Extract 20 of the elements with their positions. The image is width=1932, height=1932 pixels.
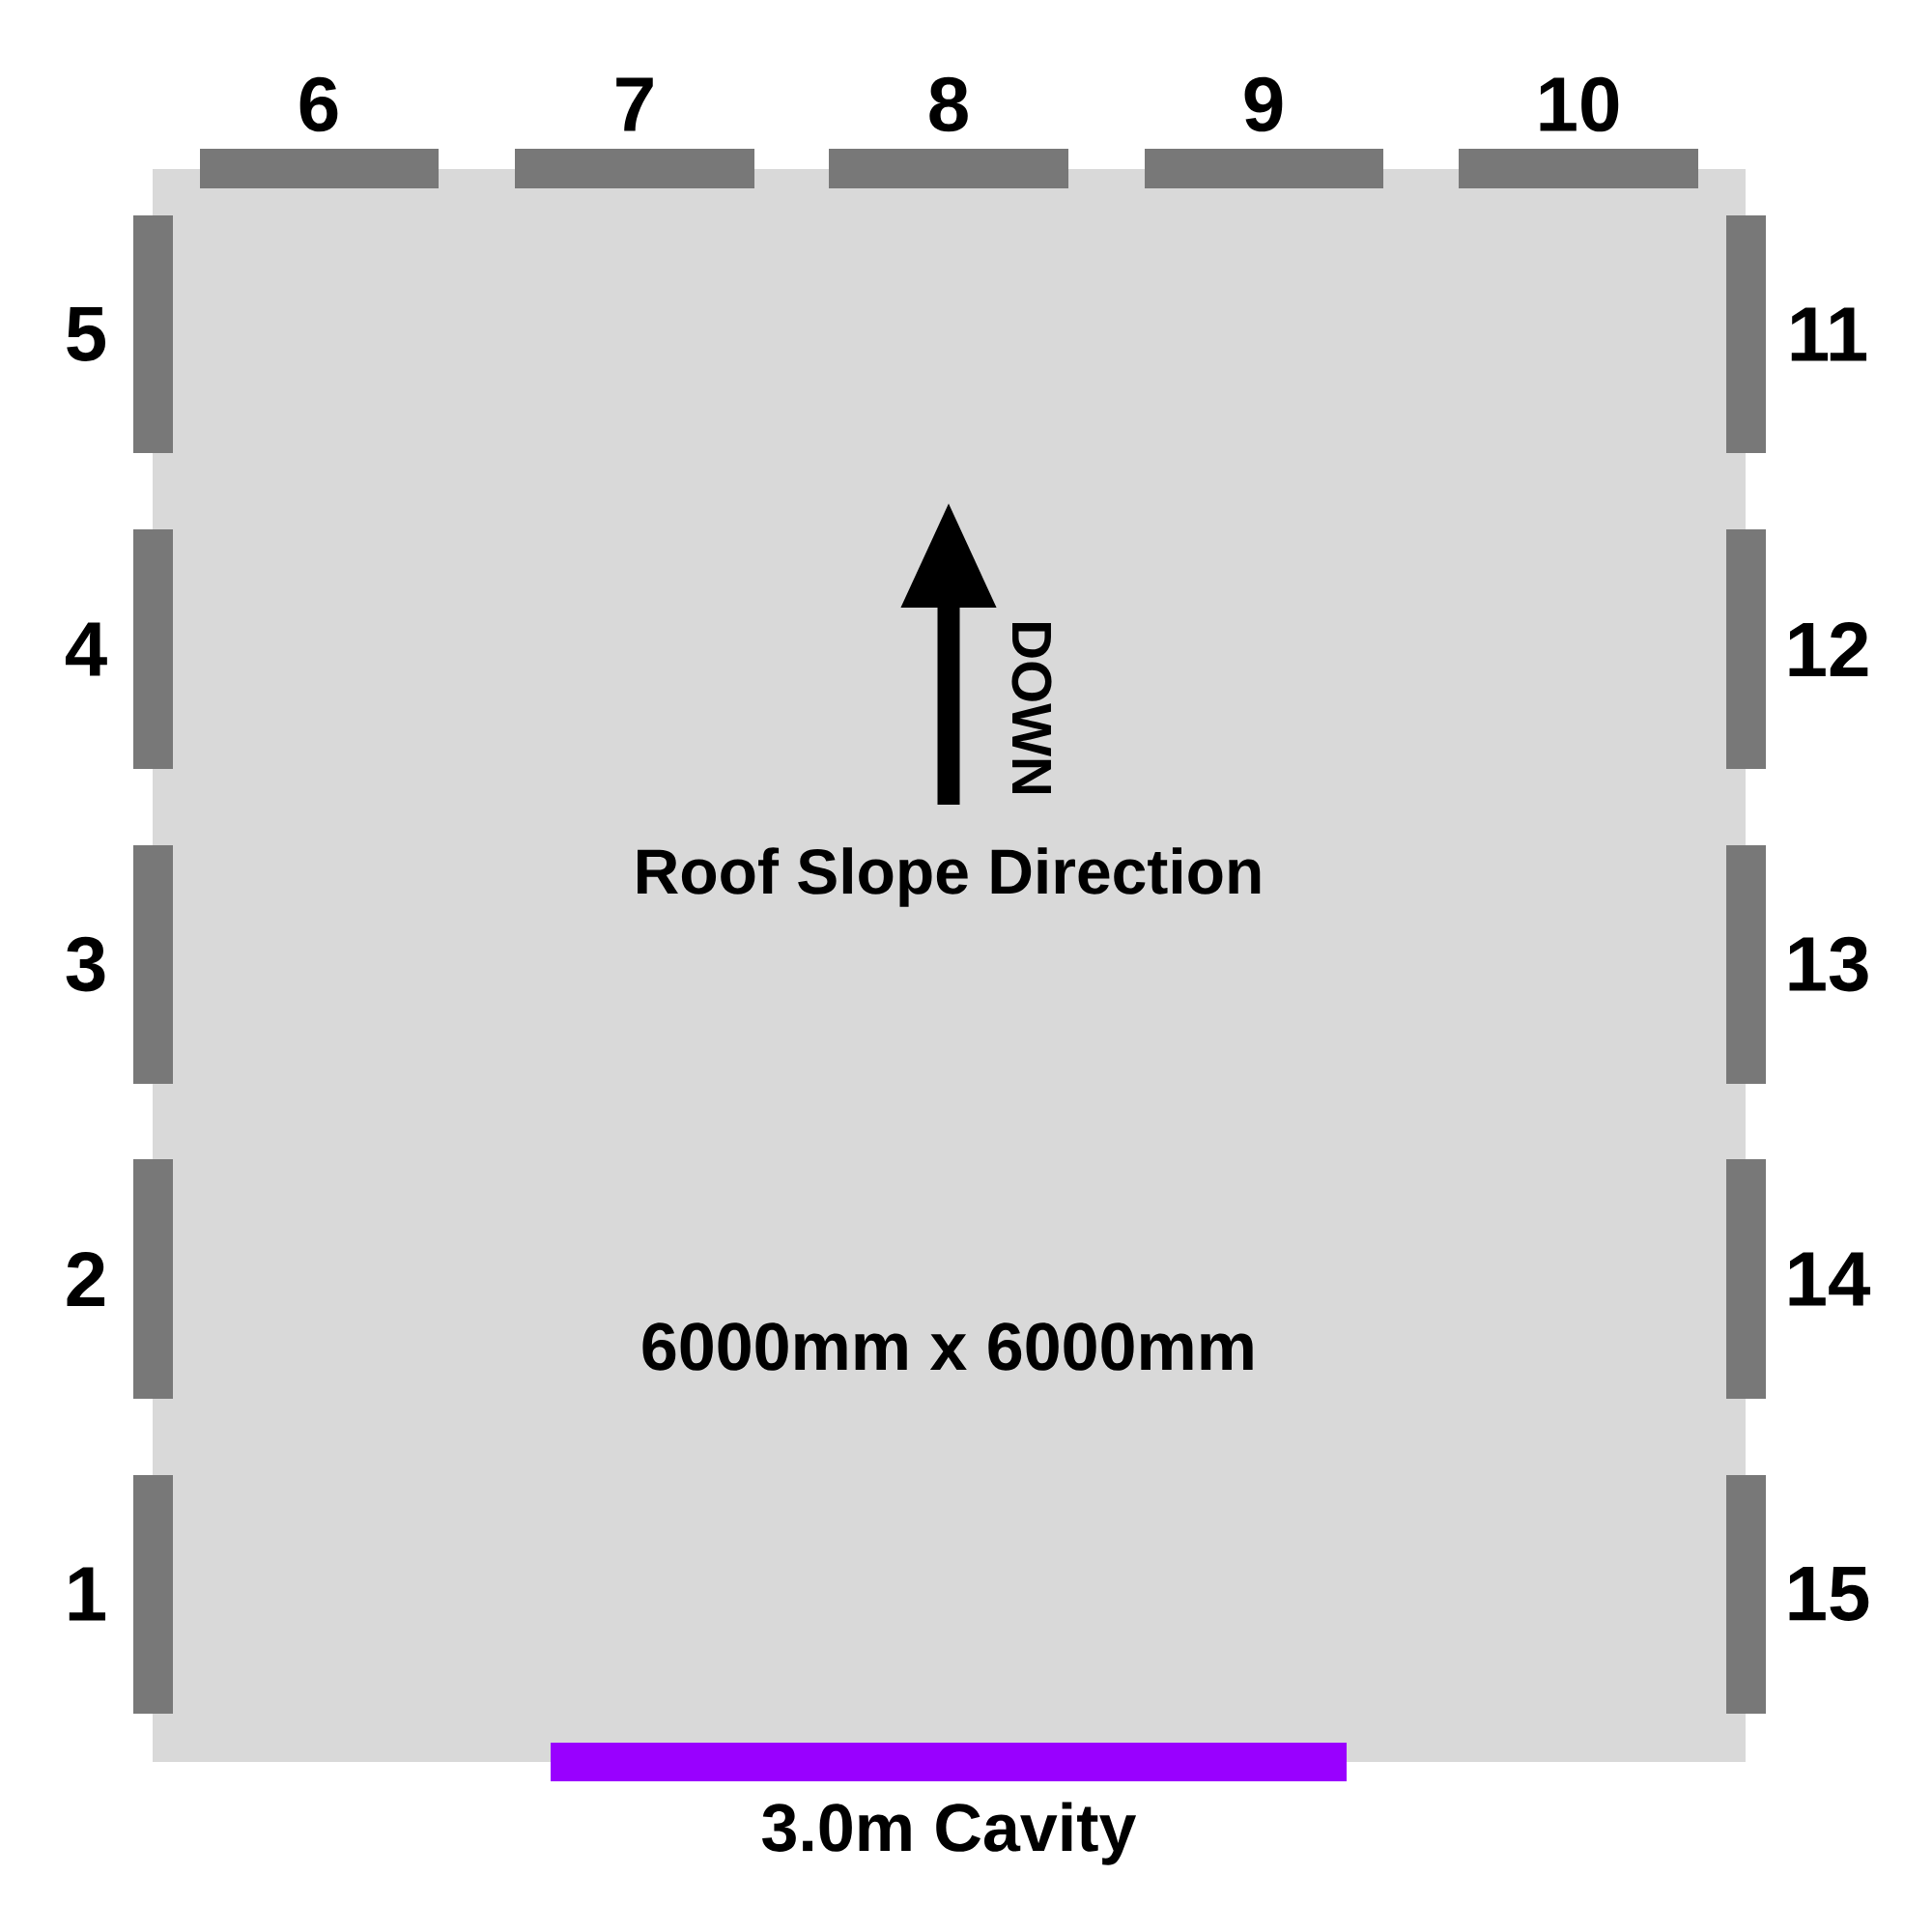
caption: Roof Slope Direction (638, 847, 1261, 907)
panel-number: 11 (1791, 307, 1867, 361)
panel-number: 5 (67, 307, 105, 361)
cavity-label: 3.0m Cavity (762, 1802, 1137, 1865)
panel-number: 7 (616, 77, 653, 131)
panel-number: 9 (1244, 76, 1283, 132)
panel-number: 13 (1789, 936, 1868, 992)
dimension-label: 6000mm x 6000mm (642, 1322, 1253, 1371)
panel-number: 4 (65, 622, 107, 676)
panel-number: 6 (299, 76, 338, 132)
panel-number: 1 (69, 1567, 105, 1621)
direction-label: DOWN (1011, 623, 1052, 793)
panel-number: 8 (929, 76, 968, 132)
panel-number: 14 (1789, 1252, 1871, 1306)
panel-number: 10 (1540, 76, 1619, 132)
panel-number: 2 (67, 1252, 105, 1306)
panel-number: 15 (1789, 1567, 1869, 1621)
cavity-bar (551, 1743, 1347, 1781)
panel-number: 12 (1789, 622, 1868, 676)
panel-number: 3 (66, 936, 105, 992)
